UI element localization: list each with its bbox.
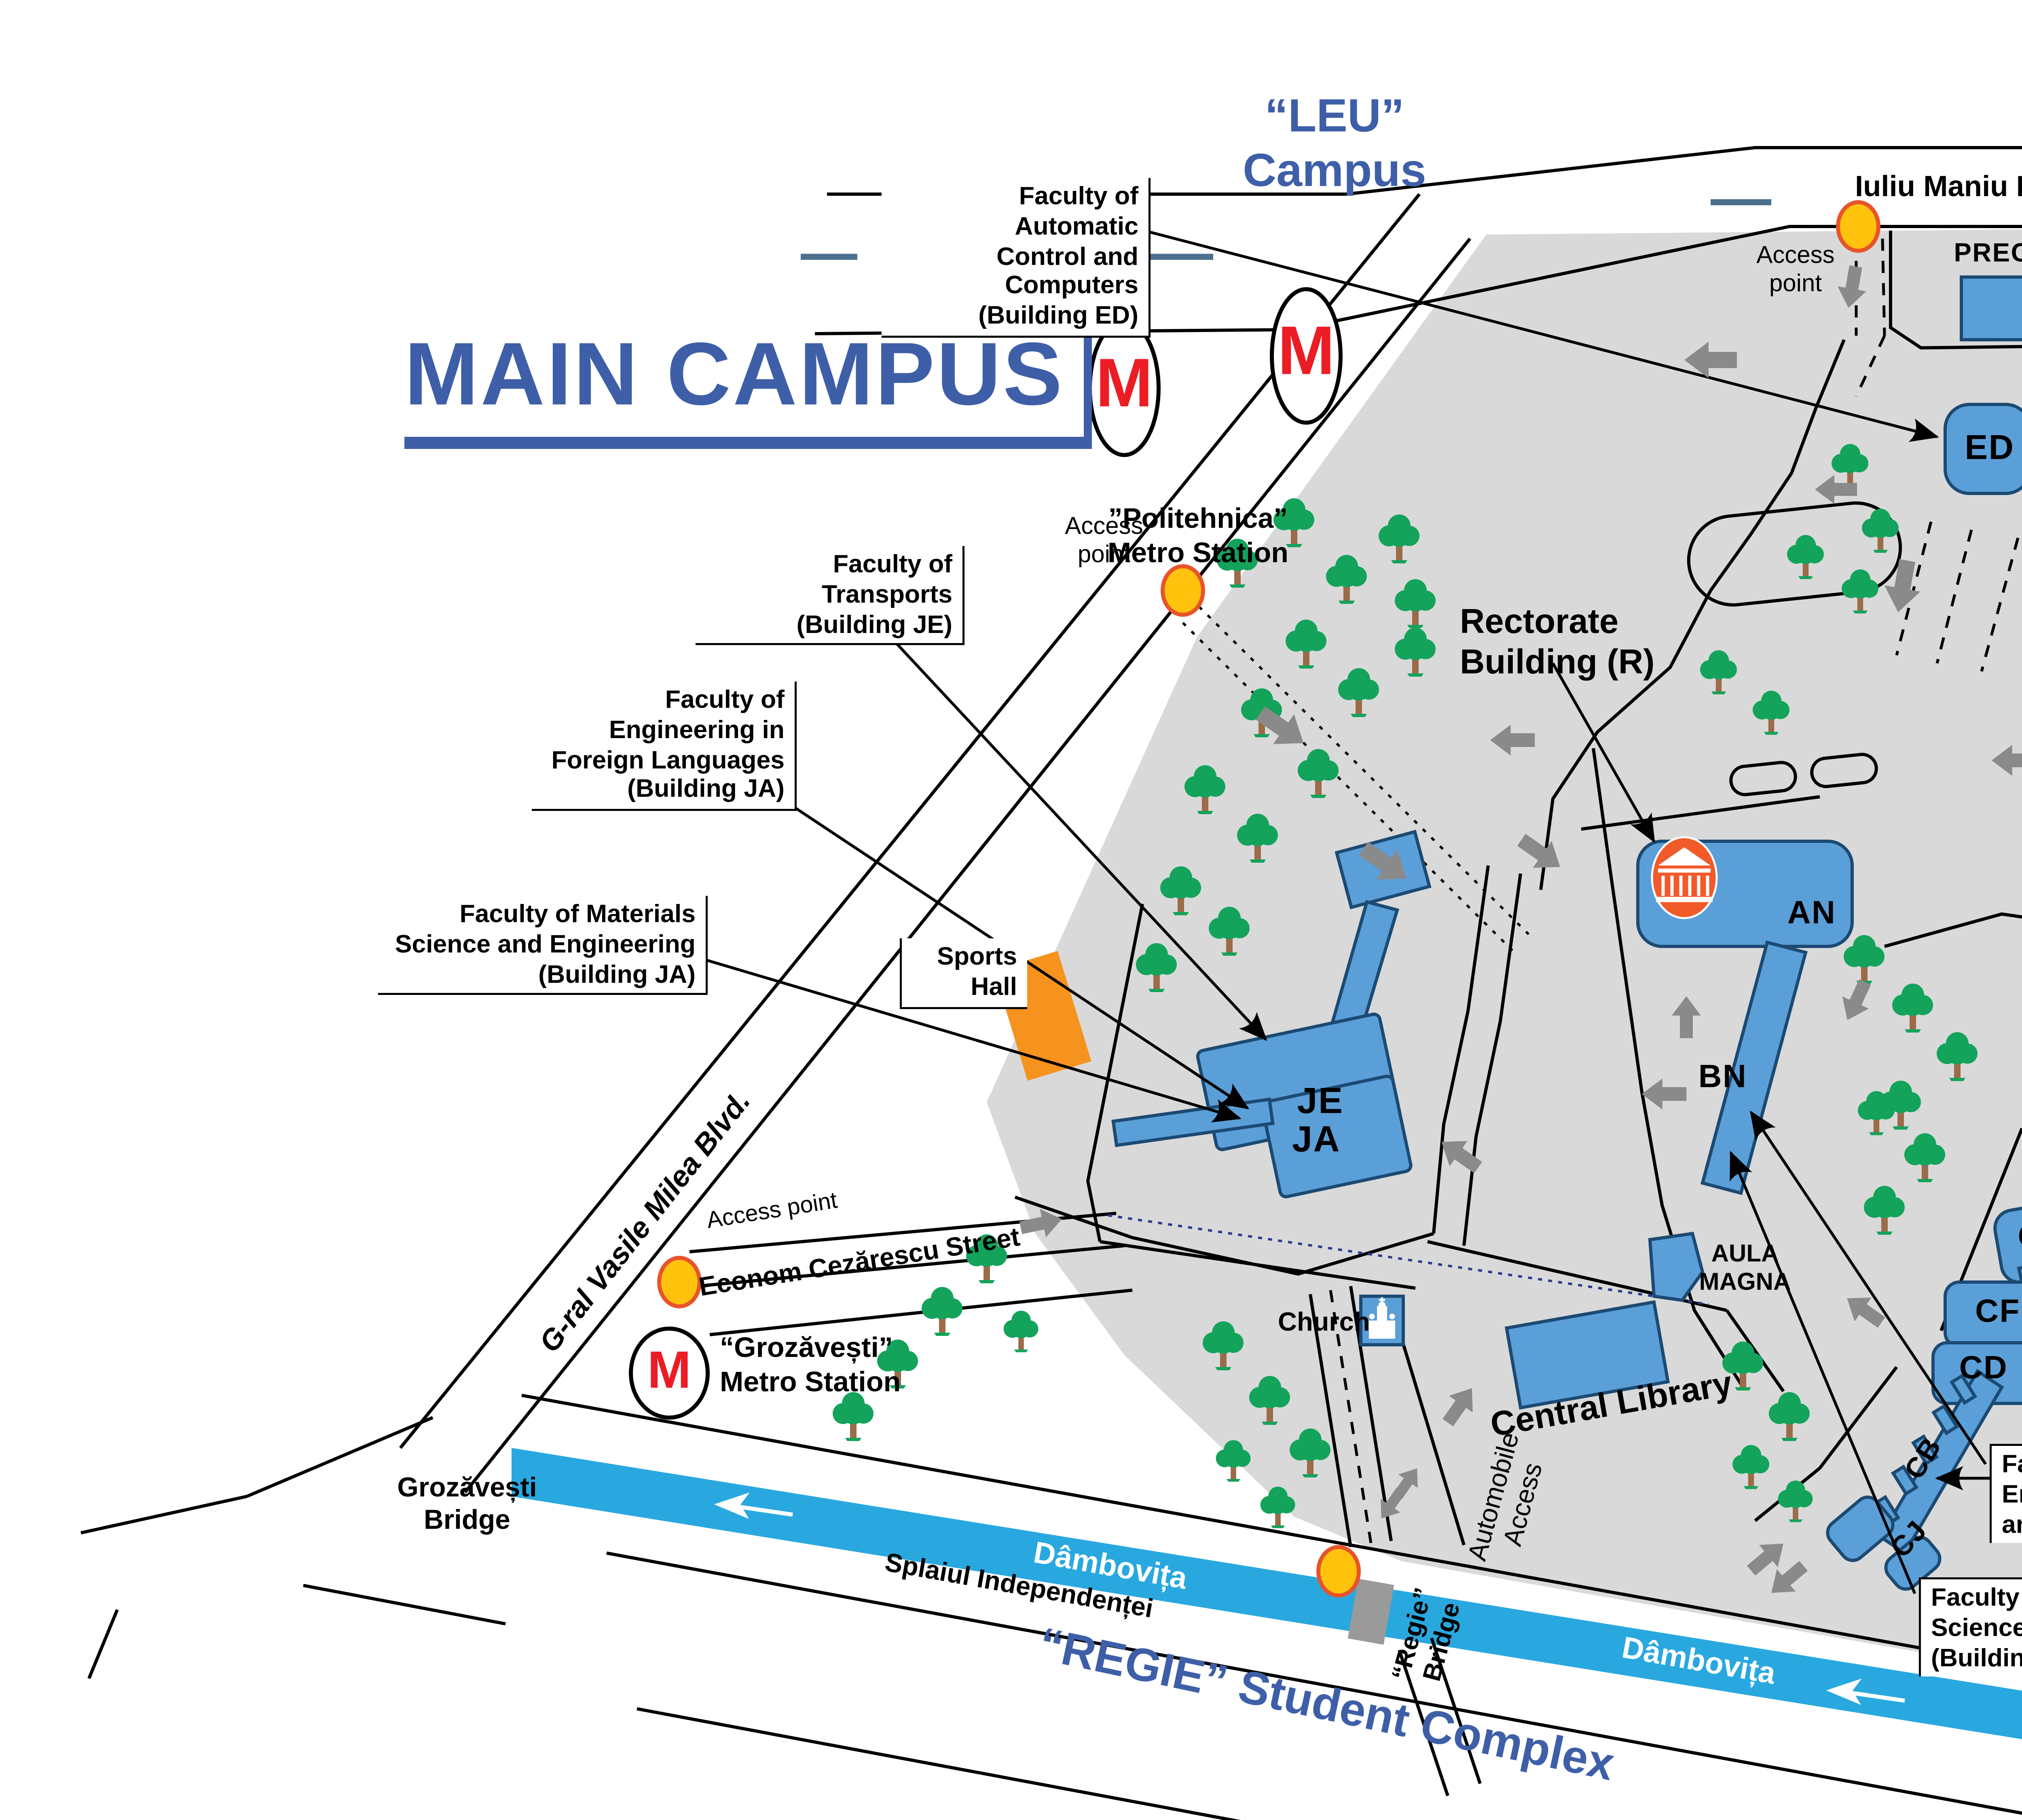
metro-circle-politehnica-2	[1270, 287, 1343, 425]
metro-circle-grozavesti	[629, 1327, 710, 1420]
code-cd: CD	[1959, 1352, 2008, 1386]
access-point-dot	[1836, 200, 1880, 253]
sports-hall-label: Sports Hall	[900, 938, 1027, 1008]
metro-m-politehnica-2: M	[1277, 313, 1335, 390]
building-cb-wing	[1891, 1464, 1919, 1496]
research-centers-title: Research Centers	[1957, 89, 2022, 168]
building-precis	[1960, 275, 2022, 341]
dotted-boundary	[1108, 1214, 1709, 1306]
building-ed	[1944, 403, 2022, 495]
building-central-library	[1504, 1300, 1670, 1410]
page-title: MAIN CAMPUS	[404, 326, 1064, 425]
faculty-box-bn-business: Faculty of Entrepreneurship, Business En…	[1990, 1444, 2022, 1544]
faculty-box-ja-foreign: Faculty of Engineering in Foreign Langua…	[532, 681, 797, 811]
leu-campus-title: “LEU” Campus	[1243, 89, 1426, 197]
rectorate-icon	[1651, 836, 1718, 919]
building-bn	[1701, 940, 1808, 1195]
code-cf: CF	[1975, 1295, 2020, 1330]
access-points	[657, 200, 1880, 1598]
politehnica-station-label: ”Politehnica” Metro Station	[1107, 502, 1289, 567]
rectorate-label: Rectorate Building (R)	[1460, 603, 1655, 682]
code-ed: ED	[1965, 428, 2015, 467]
church-label: Church	[1278, 1306, 1370, 1337]
regie-bridge-deck	[1347, 1579, 1394, 1645]
code-ck: CK	[2018, 1221, 2022, 1259]
faculty-box-je: Faculty of Transports (Building JE)	[696, 546, 964, 646]
precis-label: PRECIS	[1954, 237, 2022, 268]
dambovita-river	[512, 1448, 2022, 1740]
building-ja	[1261, 1075, 1413, 1198]
aula-magna-label: AULA MAGNA	[1699, 1239, 1791, 1296]
faculty-box-ed: Faculty of Automatic Control and Compute…	[882, 178, 1151, 337]
building-cb-wing	[1911, 1434, 1939, 1466]
river-flow-arrow	[714, 1492, 1905, 1705]
code-je: JE	[1297, 1080, 1344, 1121]
building-aula-magna	[1648, 1232, 1705, 1302]
code-ja: JA	[1292, 1119, 1341, 1160]
access-point-dot	[657, 1256, 702, 1308]
metro-m-grozavesti: M	[647, 1339, 692, 1400]
main-campus-title-frame: MAIN CAMPUS	[404, 326, 1093, 449]
building-cb-wing	[1931, 1404, 1959, 1435]
street-iuliu-maniu-right: Iuliu Maniu Blvd.	[1855, 172, 2022, 204]
access-point-label-3: Access point	[1065, 512, 1143, 569]
access-point-label-1: Access point	[1756, 241, 1835, 298]
access-point-dot	[1161, 564, 1205, 617]
grozavesti-station-label: “Grozăvești” Metro Station	[720, 1331, 901, 1397]
code-bn: BN	[1698, 1060, 1747, 1095]
building-cb-wing	[1949, 1373, 1978, 1405]
faculty-box-bn-applied: Faculty of Applied Sciences (Building BN…	[1919, 1577, 2022, 1677]
metro-m-politehnica-1: M	[1096, 345, 1153, 423]
pedestrian-paths	[1182, 605, 1530, 952]
faculty-box-ja-materials: Faculty of Materials Science and Enginee…	[378, 896, 708, 996]
building-ck	[1993, 1199, 2022, 1284]
church-icon	[1369, 1297, 1395, 1339]
building-cj2	[1884, 1536, 1942, 1591]
code-an: AN	[1787, 897, 1836, 931]
access-point-dot	[1316, 1545, 1361, 1598]
grozavesti-bridge-label: Grozăvești Bridge	[397, 1472, 537, 1535]
building-cj	[1826, 1495, 1895, 1562]
